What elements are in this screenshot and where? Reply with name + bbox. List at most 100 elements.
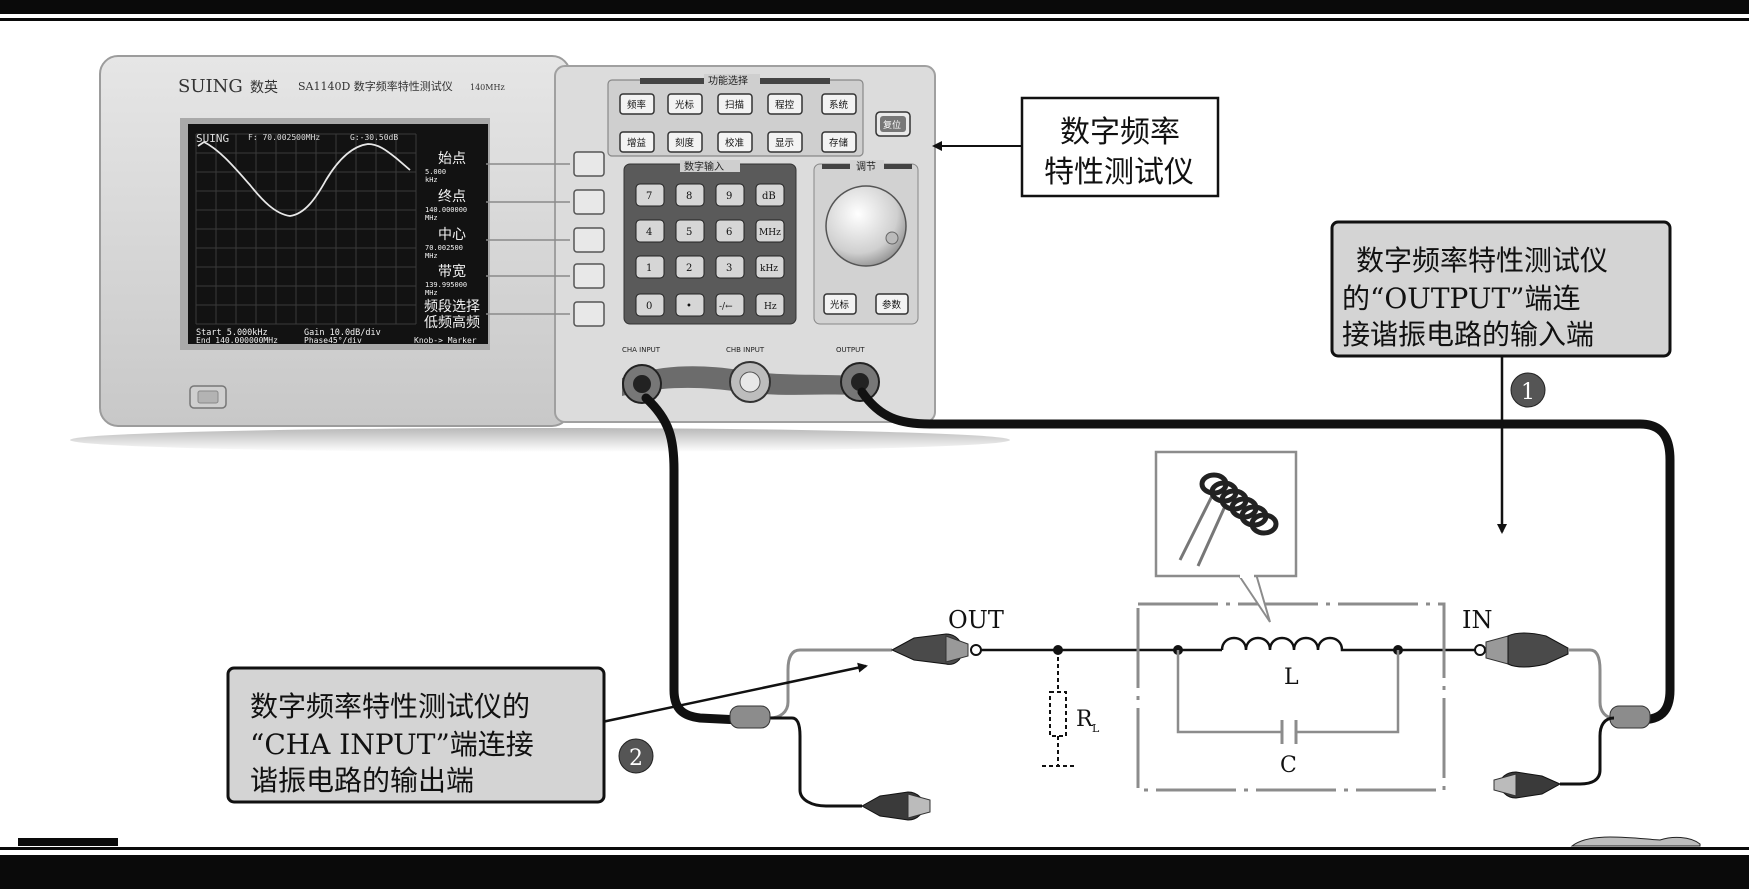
lead-out-left (769, 648, 892, 720)
key-0[interactable] (635, 293, 665, 317)
brand-name-cn: 数英 (250, 79, 278, 96)
key-hz[interactable] (755, 293, 785, 317)
step2-badge (618, 738, 654, 774)
keypad-title: 数字输入 (684, 160, 724, 173)
key-4[interactable] (635, 219, 665, 243)
btn-calibrate-label: 校准 (725, 137, 745, 149)
btn-cursor[interactable] (667, 93, 703, 115)
btn-calibrate[interactable] (717, 131, 753, 153)
key-db[interactable] (755, 183, 785, 207)
bottom-border-bar (0, 855, 1749, 889)
key-7[interactable] (635, 183, 665, 207)
instrument-title-box (1020, 96, 1220, 198)
ports: CHA INPUT CHB INPUT OUTPUT (622, 346, 880, 404)
key-dot[interactable] (675, 293, 705, 317)
btn-scale[interactable] (667, 131, 703, 153)
lead-in-ground (1560, 716, 1615, 786)
softkey-3[interactable] (573, 227, 605, 253)
output-note-line1: 数字频率特性测试仪 (1356, 244, 1608, 277)
clip-sleeve-right (1609, 705, 1651, 729)
key-3-label: 3 (726, 263, 732, 274)
cha-note-line1: 数字频率特性测试仪的 (250, 690, 530, 723)
menu-label-band-select: 频段选择 (424, 299, 480, 315)
btn-store[interactable] (821, 131, 857, 153)
softkey-5[interactable] (573, 301, 605, 327)
key-khz[interactable] (755, 255, 785, 279)
out-label: OUT (948, 606, 1004, 634)
clip-sleeve-left (729, 705, 771, 729)
key-hz-label: Hz (764, 302, 777, 312)
screen-footer: Start 5.000kHz Gain 10.0dB/div End 140.0… (196, 328, 477, 345)
btn-display-label: 显示 (775, 138, 794, 149)
in-alligator-clip (1474, 632, 1569, 668)
top-border-line (0, 18, 1749, 21)
cap-branch-wire (1176, 650, 1400, 734)
menu-label-end: 终点 (438, 189, 466, 205)
step1-badge (1510, 372, 1546, 408)
step1-badge-label: 1 (1521, 380, 1535, 405)
key-backspace[interactable] (715, 293, 745, 317)
inductor-wire-mask (1222, 644, 1362, 654)
function-buttons-row1: 频率 光标 扫描 程控 系统 (619, 93, 857, 115)
instrument-shadow (70, 428, 1010, 452)
menu-value-bandwidth: 139.995000 (425, 281, 467, 289)
key-8-label: 8 (686, 191, 692, 202)
btn-adjust-cursor[interactable] (823, 293, 857, 315)
key-0-label: 0 (646, 301, 652, 312)
load-label-sub: L (1092, 722, 1100, 735)
key-7-label: 7 (646, 191, 652, 202)
key-9[interactable] (715, 183, 745, 207)
menu-value-end: 140.000000 (425, 206, 467, 214)
adjust-knob[interactable] (825, 185, 907, 267)
softkey-4[interactable] (573, 263, 605, 289)
screen-logo: SUING (196, 132, 229, 145)
inductor-label: L (1284, 665, 1299, 690)
lead-in-right (1568, 648, 1615, 720)
load-label: R (1076, 707, 1094, 732)
btn-gain-label: 增益 (627, 137, 647, 149)
btn-frequency-label: 频率 (627, 99, 647, 111)
btn-system[interactable] (821, 93, 857, 115)
btn-system-label: 系统 (829, 99, 849, 111)
frequency-response-trace (197, 140, 411, 217)
menu-unit-bandwidth: MHz (425, 289, 438, 297)
menu-label-center: 中心 (438, 227, 466, 243)
capacitor-label: C (1280, 753, 1297, 778)
bottom-border-line (0, 847, 1749, 850)
menu-value-start: 5.000 (425, 168, 446, 176)
key-1-label: 1 (646, 263, 652, 274)
key-dot-label: • (686, 301, 692, 312)
footer-gain: Gain 10.0dB/div (304, 328, 381, 338)
key-mhz[interactable] (755, 219, 785, 243)
reset-button-face (880, 116, 906, 132)
key-2[interactable] (675, 255, 705, 279)
menu-unit-start: kHz (425, 176, 438, 184)
key-5[interactable] (675, 219, 705, 243)
btn-sweep[interactable] (717, 93, 753, 115)
key-6[interactable] (715, 219, 745, 243)
key-8[interactable] (675, 183, 705, 207)
out-alligator-clip (890, 633, 982, 665)
btn-remote[interactable] (767, 93, 803, 115)
screen-menu: 始点 5.000 kHz 终点 140.000000 MHz 中心 70.002… (424, 151, 480, 331)
softkey-1[interactable] (573, 151, 605, 177)
step2-badge-label: 2 (629, 746, 643, 771)
bottom-right-decoration (1570, 836, 1701, 847)
key-2-label: 2 (686, 263, 692, 274)
key-1[interactable] (635, 255, 665, 279)
keypad-keys: 7 8 9 dB 4 5 6 MHz 1 2 3 kHz 0 • -/← Hz (635, 183, 785, 317)
function-panel-title: 功能选择 (708, 74, 748, 87)
coil-photo-frame (1154, 450, 1298, 578)
btn-display[interactable] (767, 131, 803, 153)
key-3[interactable] (715, 255, 745, 279)
model-bandwidth: 140MHz (470, 83, 505, 92)
btn-frequency[interactable] (619, 93, 655, 115)
btn-gain[interactable] (619, 131, 655, 153)
btn-adjust-param[interactable] (875, 293, 909, 315)
softkey-2[interactable] (573, 189, 605, 215)
top-border-bar (0, 0, 1749, 14)
screen-freq-readout: F: 70.002500MHz (248, 133, 320, 142)
power-button-face (197, 390, 219, 404)
footer-knob: Knob-> Marker (414, 336, 477, 345)
key-khz-label: kHz (760, 264, 778, 274)
